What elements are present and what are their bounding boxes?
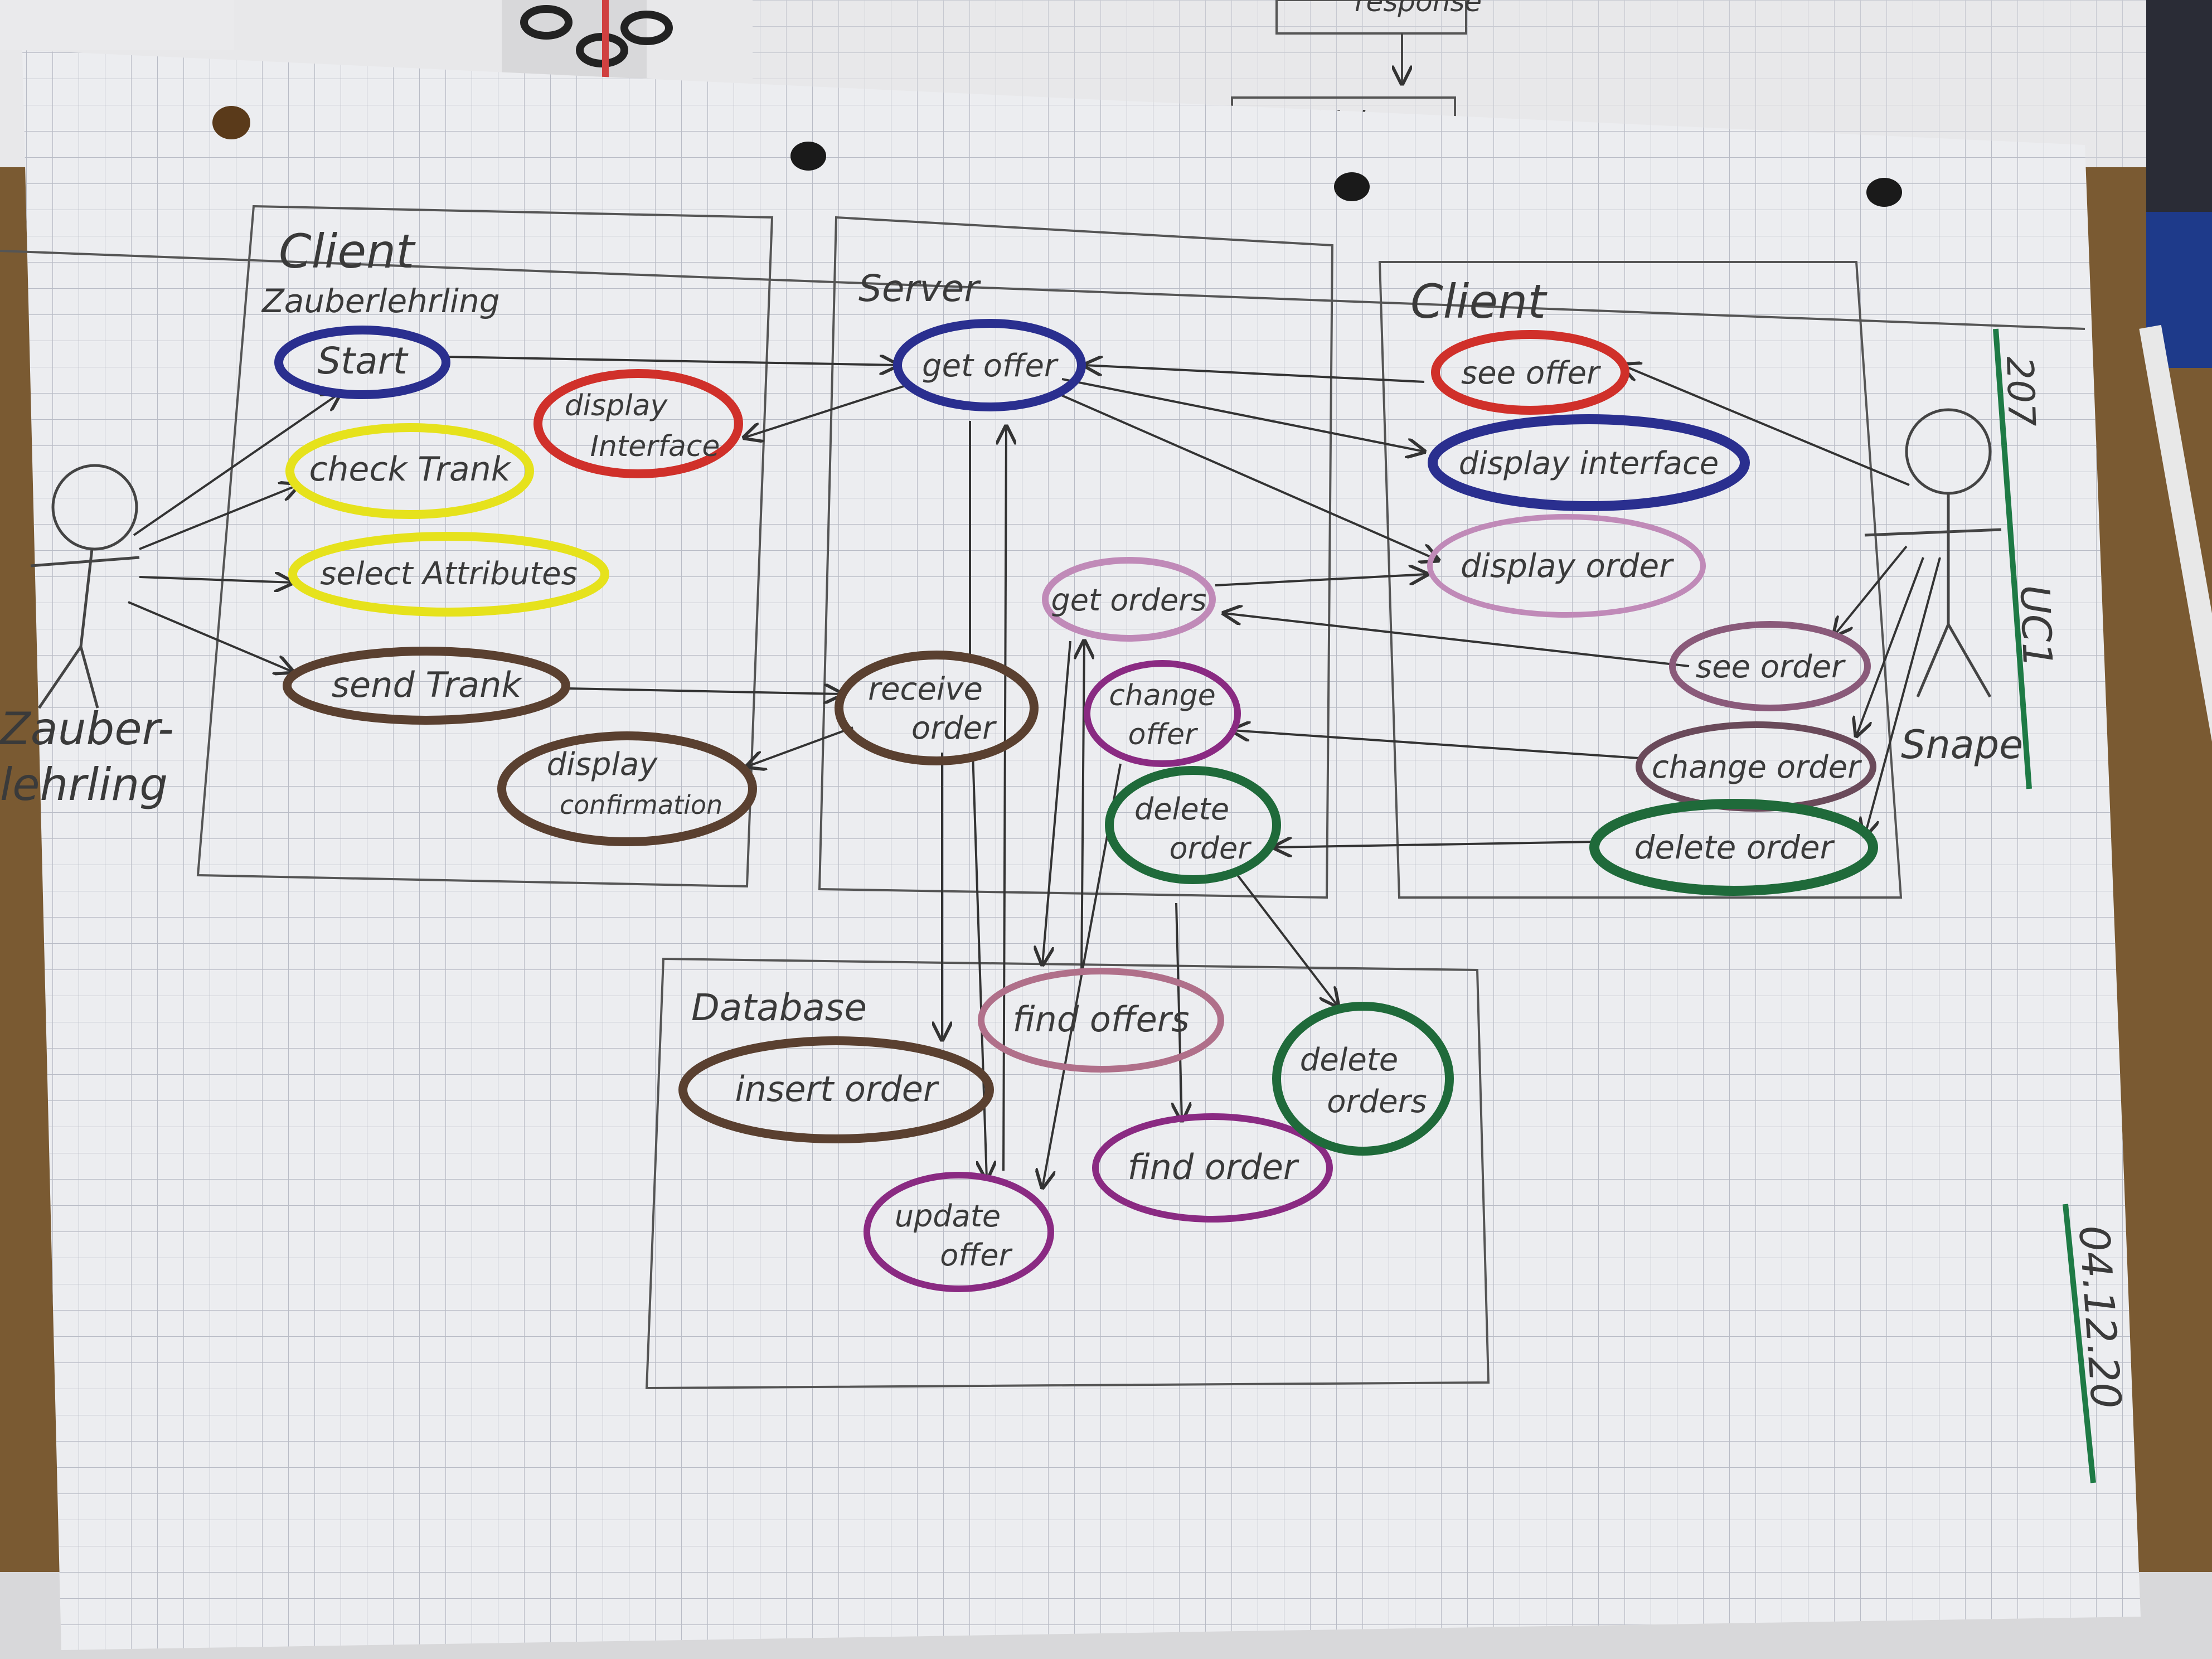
use-case-display-confirmation-label-1: display	[547, 746, 658, 783]
use-case-receive-order: receive order	[835, 651, 1039, 765]
notebook-spiral-area	[502, 0, 647, 78]
punch-holes	[212, 106, 1902, 207]
use-case-receive-order-label-2: order	[911, 710, 997, 746]
background-text-response: response	[1355, 0, 1482, 18]
client-left-subtitle: Zauberlehrling	[261, 282, 500, 320]
use-case-delete-order-server: delete order	[1105, 766, 1281, 884]
client-left-title: Client	[279, 224, 416, 279]
use-case-insert-order: insert order	[678, 1036, 994, 1143]
use-case-delete-order-server-label-2: order	[1170, 831, 1252, 866]
use-case-display-interface-left: display Interface	[533, 369, 743, 478]
use-case-get-orders: get orders	[1042, 557, 1216, 642]
use-case-delete-order-client-label: delete order	[1634, 828, 1835, 866]
database-box	[645, 957, 1490, 1390]
use-case-check-trank-label: check Trank	[309, 450, 512, 489]
server-box	[818, 216, 1334, 899]
use-case-display-interface-left-label-1: display	[565, 389, 668, 423]
server-title: Server	[858, 267, 981, 310]
use-case-get-orders-label: get orders	[1051, 583, 1207, 618]
use-case-update-offer-label-1: update	[895, 1199, 1001, 1234]
background-card-left	[0, 0, 234, 50]
client-left-box	[196, 205, 774, 888]
use-case-see-offer-label: see offer	[1461, 355, 1601, 391]
notebook-red-margin	[602, 0, 609, 78]
use-case-display-confirmation-label-2: confirmation	[560, 790, 722, 820]
use-case-start-label: Start	[317, 339, 408, 382]
client-right-title: Client	[1410, 274, 1548, 329]
use-case-update-offer-label-2: offer	[940, 1238, 1012, 1273]
margin-note-207: 207	[1998, 356, 2043, 428]
client-right-box	[1378, 261, 1903, 899]
use-case-select-attributes: select Attributes	[288, 532, 609, 617]
actor-left-head	[51, 464, 138, 551]
use-case-send-trank: send Trank	[283, 647, 570, 725]
use-case-receive-order-label-1: receive	[868, 671, 983, 707]
use-case-send-trank-label: send Trank	[332, 664, 523, 705]
use-case-check-trank: check Trank	[285, 423, 534, 519]
use-case-delete-orders-db: delete orders	[1272, 1002, 1454, 1156]
use-case-display-interface-right: display interface	[1428, 414, 1750, 511]
use-case-see-order-label: see order	[1696, 649, 1846, 685]
use-case-get-offer: get offer	[893, 319, 1086, 411]
use-case-select-attributes-label: select Attributes	[320, 556, 578, 592]
margin-line-top	[1993, 328, 2032, 789]
actor-right-label: Snape	[1901, 722, 2023, 768]
use-case-find-offers-label: find offers	[1012, 999, 1189, 1040]
use-case-change-offer-label-1: change	[1109, 679, 1215, 712]
actor-left-label-2: lehrling	[0, 759, 168, 811]
use-case-change-offer: change offer	[1084, 660, 1241, 767]
actor-left-label-1: Zauber-	[0, 703, 174, 755]
use-case-delete-orders-db-label-1: delete	[1300, 1042, 1398, 1078]
database-title: Database	[691, 986, 867, 1029]
use-case-find-offers: find offers	[978, 968, 1224, 1073]
connections	[128, 357, 1941, 1187]
use-case-delete-orders-db-label-2: orders	[1327, 1084, 1427, 1120]
system-boxes	[0, 205, 2085, 1390]
use-case-start: Start	[274, 326, 450, 399]
use-case-see-offer: see offer	[1431, 330, 1629, 415]
pen-right	[2139, 324, 2212, 812]
use-case-delete-order-client: delete order	[1589, 799, 1878, 896]
use-case-display-order-label: display order	[1461, 547, 1674, 585]
use-case-update-offer: update offer	[864, 1172, 1054, 1292]
use-case-display-confirmation: display confirmation	[497, 731, 757, 846]
actor-zauberlehrling	[30, 464, 140, 709]
use-case-find-order-label: find order	[1128, 1147, 1299, 1187]
use-case-insert-order-label: insert order	[735, 1069, 939, 1109]
use-case-get-offer-label: get offer	[922, 348, 1059, 384]
use-case-change-offer-label-2: offer	[1128, 718, 1199, 751]
use-case-display-interface-left-label-2: Interface	[590, 430, 720, 463]
margin-note-uc1: UC1	[2011, 584, 2061, 669]
use-case-display-order: display order	[1427, 514, 1706, 618]
use-case-display-interface-right-label: display interface	[1459, 445, 1719, 482]
use-case-change-order: change order	[1636, 721, 1876, 812]
use-case-delete-order-server-label-1: delete	[1134, 792, 1229, 827]
use-case-find-order: find order	[1092, 1113, 1333, 1223]
actor-snape	[1864, 408, 2002, 698]
margin-line-bottom	[2063, 1204, 2096, 1483]
use-case-change-order-label: change order	[1652, 749, 1862, 785]
use-case-see-order: see order	[1669, 621, 1871, 711]
